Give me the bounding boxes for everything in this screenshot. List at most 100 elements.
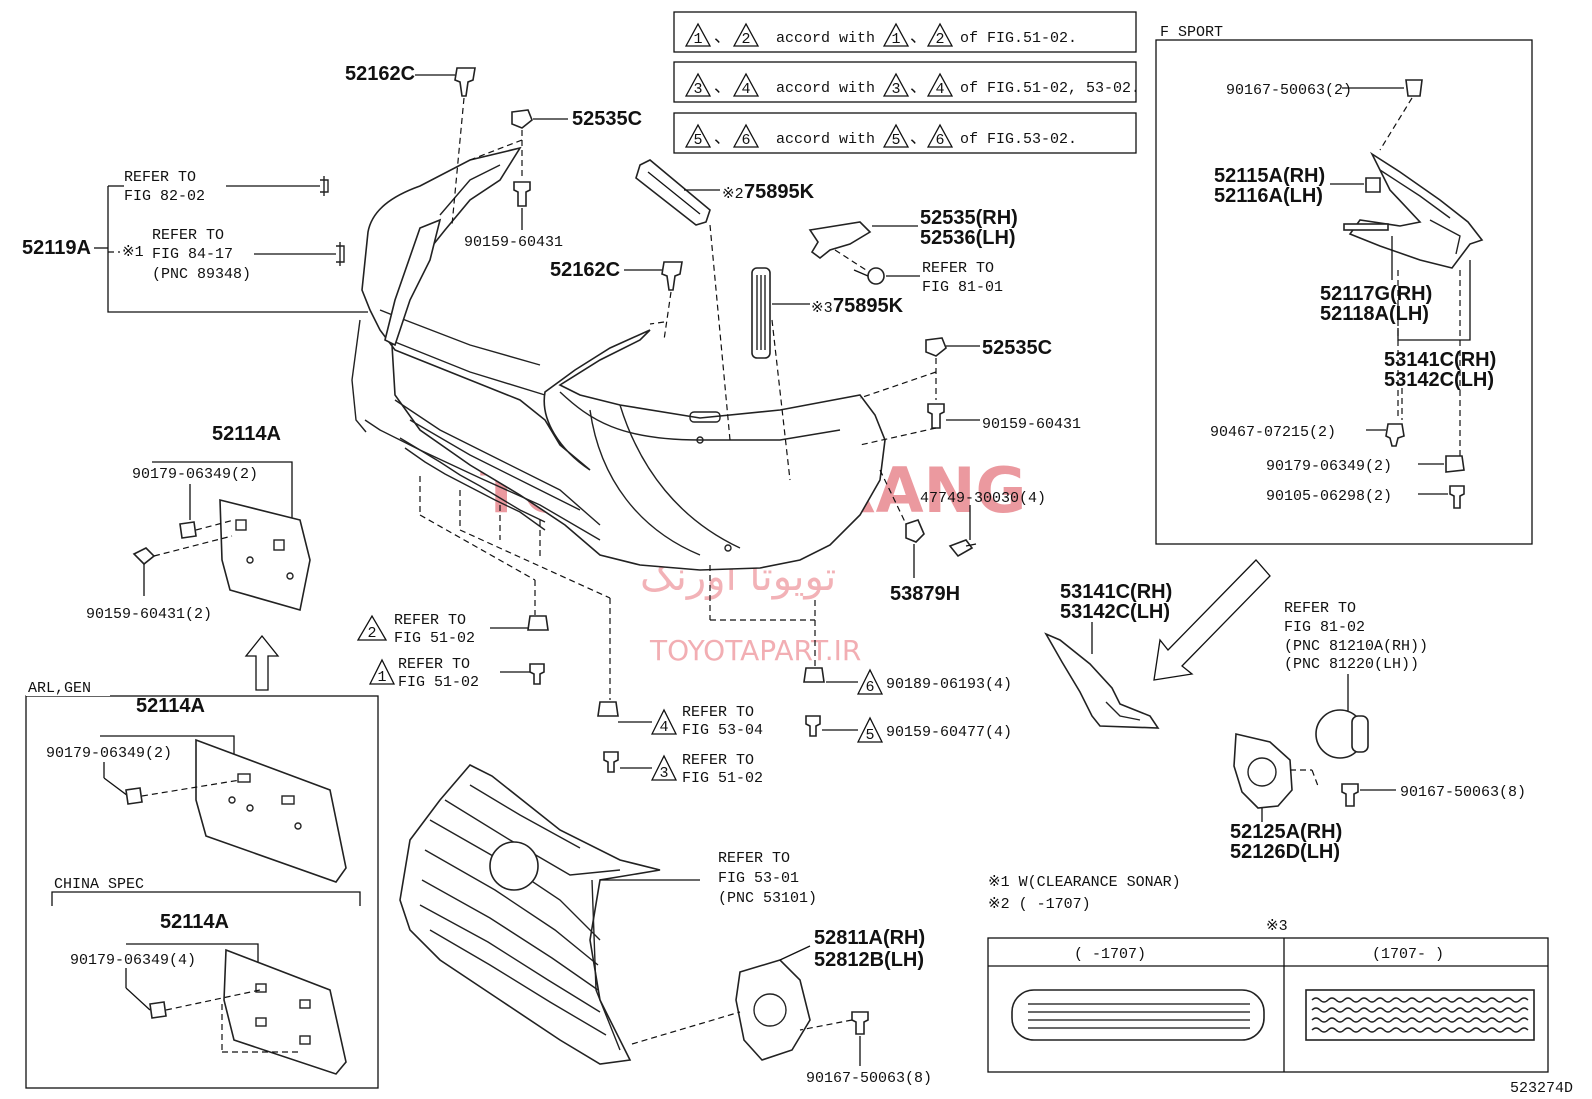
screw-90159-60431-2 [132,547,156,566]
label-90467: 90467-07215(2) [1210,424,1336,441]
refer-51-02-1-line2: FIG 51-02 [398,674,479,691]
label-90179-06349-arl: 90179-06349(2) [46,745,172,762]
table-col2-header: (1707- ) [1372,946,1444,963]
garnish-53141c [1044,632,1160,729]
refer-51-02-1-line1: REFER TO [398,656,470,673]
refer-51-02-3-line1: REFER TO [682,752,754,769]
tri-6: 6 [865,679,874,696]
watermark-url: TOYOTAPART.IR [649,634,861,667]
bracket-52119a [384,164,501,347]
label-53141c-fs: 53141C(RH) [1384,349,1496,371]
moulding-variant-table: ( -1707) (1707- ) [987,937,1549,1073]
tri-4: 4 [659,719,668,736]
label-52812b: 52812B(LH) [814,949,924,971]
label-52535-rh: 52535(RH) [920,207,1018,229]
label-53879h: 53879H [890,583,960,605]
clip-52115a [1365,177,1381,193]
clip-52162c-mid [661,261,683,291]
refer-81-02-line4: (PNC 81220(LH)) [1284,656,1419,673]
label-52535c-top: 52535C [572,108,642,130]
label-52125a: 52125A(RH) [1230,821,1342,843]
note2-fig: of FIG.51-02, 53-02. [960,80,1140,97]
refer-53-04-line2: FIG 53-04 [682,722,763,739]
screw-90159-60477 [805,715,821,737]
nut-90179-china [149,1001,167,1019]
fastener-53879h [905,519,925,543]
label-52126d: 52126D(LH) [1230,841,1340,863]
label-90167-50063-8-bottom: 90167-50063(8) [806,1070,932,1087]
screw-51-02-1 [529,663,545,685]
label-53142c: 53142C(LH) [1060,601,1170,623]
label-75895k-3: 75895K [833,295,904,317]
label-52119a: 52119A [22,237,91,259]
svg-text:1: 1 [891,31,900,48]
tri-5: 5 [865,727,874,744]
clip-52162c-top [454,67,476,97]
note1-fig: of FIG.51-02. [960,30,1077,47]
svg-text:、: 、 [714,128,731,147]
label-53142c-fs: 53142C(LH) [1384,369,1494,391]
label-52162c-mid: 52162C [550,259,620,281]
table-mark: ※3 [1266,918,1288,935]
screw-90167-50063-bottom [851,1011,869,1035]
moulding-75895k-2 [635,159,711,226]
svg-text:4: 4 [935,81,944,98]
label-52162c-top: 52162C [345,63,415,85]
svg-text:3: 3 [891,81,900,98]
label-90179-06349-china: 90179-06349(4) [70,952,196,969]
refer-81-01-line2: FIG 81-01 [922,279,1003,296]
f-sport-title: F SPORT [1160,24,1223,41]
china-spec-title: CHINA SPEC [54,876,144,893]
svg-text:4: 4 [741,81,750,98]
label-52114a-arl: 52114A [136,695,205,717]
clip-90189 [803,667,825,683]
label-52535c-right: 52535C [982,337,1052,359]
license-bracket-china [223,948,347,1075]
note1-tri-b: 2 [741,31,750,48]
tri-2: 2 [367,625,376,642]
label-75895k-2: 75895K [744,181,815,203]
label-90179-06349-fs: 90179-06349(2) [1266,458,1392,475]
label-52118a: 52118A(LH) [1320,303,1429,325]
f-sport-box [1155,39,1533,545]
label-90159-60431-top: 90159-60431 [464,234,563,251]
label-90105: 90105-06298(2) [1266,488,1392,505]
svg-text:6: 6 [741,132,750,149]
nut-90179-fs [1445,455,1465,473]
label-90159-60431-2: 90159-60431(2) [86,606,212,623]
retainer-52535c-top [511,109,533,129]
label-47749: 47749-30030(4) [920,490,1046,507]
svg-text:、: 、 [910,27,927,46]
moulding-75895k-3 [751,267,771,359]
connector-icon-82-02 [320,176,329,196]
label-52114a-main: 52114A [212,423,281,445]
label-52115a: 52115A(RH) [1214,165,1325,187]
label-90167-50063-2: 90167-50063(2) [1226,82,1352,99]
refer-51-02-3-line2: FIG 51-02 [682,770,763,787]
mark2: ※2 [722,186,744,203]
svg-text:、: 、 [910,77,927,96]
fog-lamp [1315,709,1369,759]
label-52116a: 52116A(LH) [1214,185,1323,207]
svg-text:6: 6 [935,132,944,149]
refer-51-02-2-line2: FIG 51-02 [394,630,475,647]
svg-text:、: 、 [910,128,927,147]
note-box-2: 3 、 4 accord with 3 、 4 of FIG.51-02, 53… [673,61,1140,103]
label-52811a: 52811A(RH) [814,927,925,949]
garnish-f-sport [1343,151,1484,269]
footnote-2: ※2 ( -1707) [988,896,1091,913]
nut-90179-arl [125,787,143,805]
nut-90179-main [179,521,197,539]
screw-90167-50063-fs [1405,79,1423,97]
clip-51-02-2 [527,615,549,631]
radiator-grille [399,764,661,1065]
refer-53-01-line3: (PNC 53101) [718,890,817,907]
license-bracket-arl [195,738,347,883]
bolt-refer-81-01 [853,267,885,285]
diagram-id: 523274D [1510,1080,1573,1097]
refer-53-01-line1: REFER TO [718,850,790,867]
refer-81-02-line3: (PNC 81210A(RH)) [1284,638,1428,655]
mark3-label: ※3 [811,300,833,317]
